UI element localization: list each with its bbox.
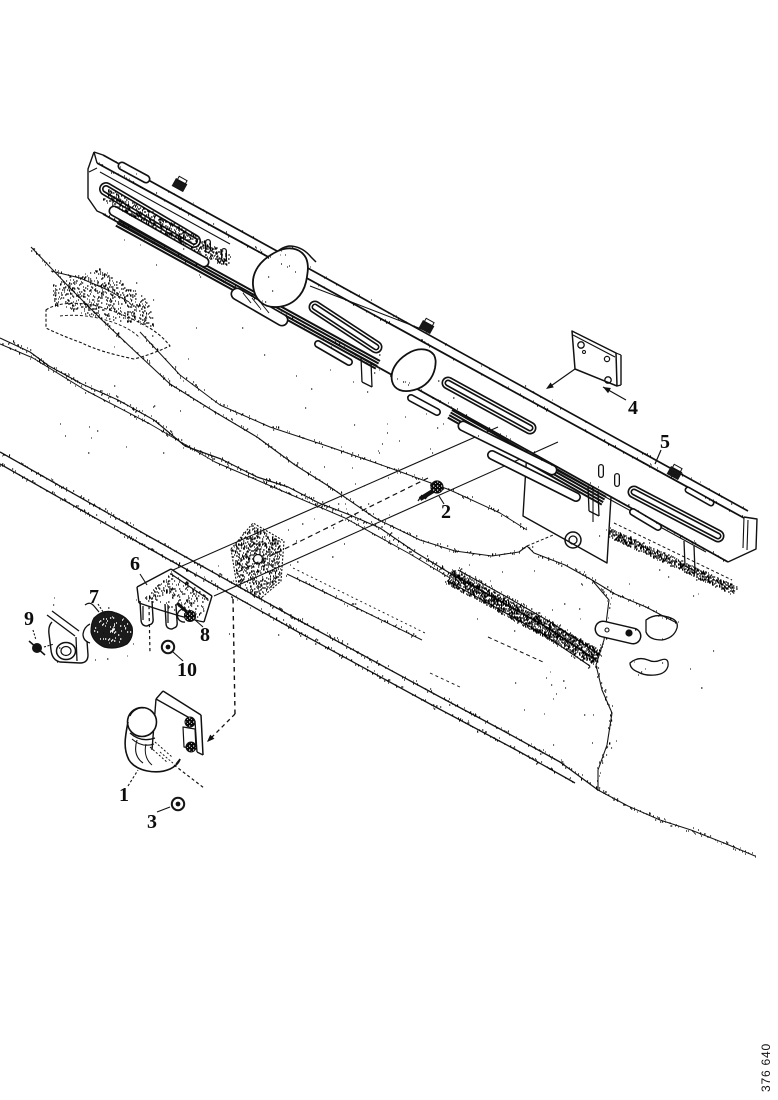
svg-text:9: 9 [24, 608, 34, 630]
svg-text:5: 5 [660, 431, 670, 453]
svg-text:7: 7 [89, 586, 99, 608]
svg-text:3: 3 [147, 811, 157, 833]
svg-text:10: 10 [177, 659, 197, 681]
svg-text:6: 6 [130, 553, 140, 575]
svg-text:4: 4 [628, 397, 638, 419]
svg-text:2: 2 [441, 501, 451, 523]
svg-text:8: 8 [200, 624, 210, 646]
svg-text:376 640: 376 640 [759, 1043, 773, 1092]
svg-text:1: 1 [119, 784, 129, 806]
